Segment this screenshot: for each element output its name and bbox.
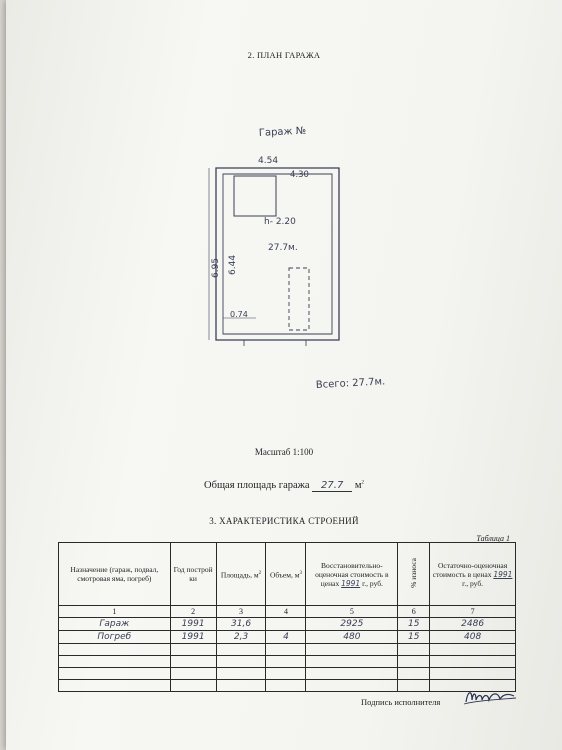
- cellar-square: [233, 175, 277, 217]
- table-row: Гараж 1991 31,6 2925 15 2486: [58, 617, 516, 631]
- garage-label: Гараж №: [259, 126, 307, 139]
- table-section-title: 3. ХАРАКТЕРИСТИКА СТРОЕНИЙ: [209, 516, 359, 526]
- scale-text: Масштаб 1:100: [254, 447, 314, 457]
- garage-floor-plan: Гараж № 4.54 4.30 h- 2.20 27.7м. 6.95 6.…: [208, 126, 386, 391]
- table-row-empty: [58, 667, 516, 680]
- header-restore-cost: Восстановительно-оценочная стоимость в ц…: [305, 542, 399, 606]
- header-volume: Объем, м3: [265, 542, 307, 606]
- header-wear: % износа: [397, 542, 431, 606]
- height-label: h- 2.20: [264, 217, 296, 227]
- outer-length-label: 6.95: [211, 258, 221, 278]
- total-area-line: Общая площадь гаража 27.7 м2: [204, 480, 364, 492]
- pit-width-label: 0.74: [230, 310, 248, 319]
- header-year: Год построй ки: [169, 542, 217, 606]
- header-purpose: Назначение (гараж, подвал, смотровая яма…: [58, 542, 171, 606]
- document-sheet: 2. ПЛАН ГАРАЖА Гараж № 4.54 4.30 h- 2.20…: [6, 0, 562, 750]
- top-width-label: 4.54: [258, 156, 278, 166]
- total-area-value: 27.7: [312, 480, 353, 492]
- area-label: 27.7м.: [268, 243, 298, 253]
- garage-outer-wall: [215, 167, 340, 341]
- inner-length-label: 6.44: [228, 255, 238, 275]
- plan-section-title: 2. ПЛАН ГАРАЖА: [247, 50, 321, 60]
- header-area: Площадь, м2: [215, 542, 267, 606]
- table-row-empty: [58, 679, 516, 692]
- column-number-row: 1 2 3 4 5 6 7: [58, 605, 516, 618]
- buildings-table: Назначение (гараж, подвал, смотровая яма…: [58, 542, 516, 692]
- total-area-unit: м: [354, 480, 362, 491]
- table-header-row: Назначение (гараж, подвал, смотровая яма…: [58, 542, 516, 606]
- total-area-prefix: Общая площадь гаража: [204, 480, 310, 491]
- table-row-empty: [58, 643, 516, 656]
- table-row-empty: [58, 655, 516, 668]
- signature-scribble-icon: [463, 692, 517, 705]
- door-lines: [216, 339, 307, 346]
- table-row: Погреб 1991 2,3 4 480 15 408: [58, 630, 516, 644]
- signature-label: Подпись исполнителя: [361, 697, 441, 707]
- header-residual-cost: Остаточно-оценочная стоимость в ценах 19…: [429, 542, 516, 606]
- inner-width-label: 4.30: [290, 170, 309, 180]
- garage-inner-wall: [222, 173, 333, 335]
- inspection-pit: [288, 267, 310, 331]
- total-handwritten-label: Всего: 27.7м.: [316, 376, 386, 391]
- table-caption: Таблица 1: [476, 534, 510, 543]
